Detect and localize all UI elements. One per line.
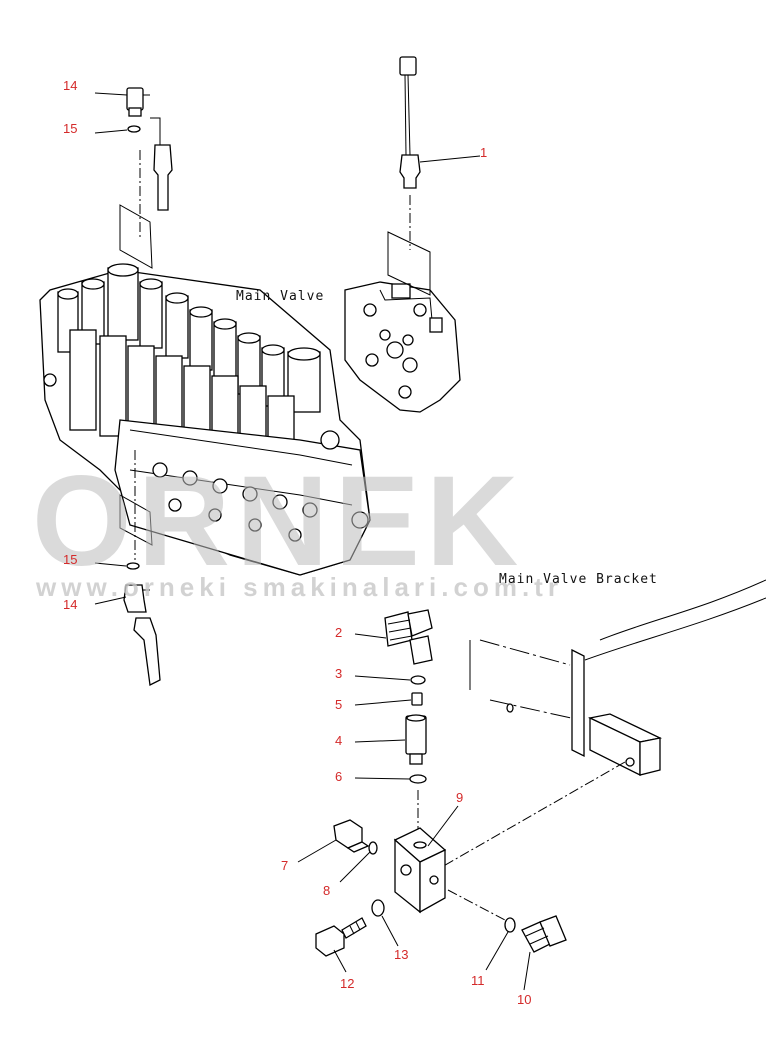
main-valve-bracket bbox=[469, 579, 766, 777]
callout-2: 2 bbox=[335, 625, 342, 640]
part-13-washer bbox=[371, 899, 385, 917]
part-12-bolt bbox=[315, 917, 367, 957]
callout-5: 5 bbox=[335, 697, 342, 712]
part-3-oring bbox=[410, 675, 426, 685]
callout-14-lower: 14 bbox=[63, 597, 77, 612]
part-4-adapter bbox=[405, 714, 427, 765]
callout-3: 3 bbox=[335, 666, 342, 681]
callout-4: 4 bbox=[335, 733, 342, 748]
callout-6: 6 bbox=[335, 769, 342, 784]
part-15-oring-lower bbox=[126, 562, 140, 570]
callout-9: 9 bbox=[456, 790, 463, 805]
part-2-tee-fitting bbox=[384, 609, 433, 665]
callout-8: 8 bbox=[323, 883, 330, 898]
leader-lines bbox=[94, 92, 531, 991]
callout-7: 7 bbox=[281, 858, 288, 873]
callout-13: 13 bbox=[394, 947, 408, 962]
watermark: ORNEK www.orneki smakinalari.com.tr bbox=[32, 450, 563, 602]
part-11-oring bbox=[504, 917, 516, 933]
callout-12: 12 bbox=[340, 976, 354, 991]
callout-1: 1 bbox=[480, 145, 487, 160]
part-9-block bbox=[393, 827, 447, 914]
part-14-fitting-upper bbox=[126, 87, 173, 211]
part-15-oring-upper bbox=[127, 125, 141, 133]
callout-15-upper: 15 bbox=[63, 121, 77, 136]
main-valve-label: Main Valve bbox=[236, 289, 324, 304]
part-14-fitting-lower bbox=[123, 584, 161, 686]
callout-14-upper: 14 bbox=[63, 78, 77, 93]
watermark-brand: ORNEK bbox=[32, 450, 524, 593]
part-7-plug bbox=[333, 819, 370, 853]
part-1-pressure-sensor bbox=[399, 56, 421, 189]
main-valve-assembly bbox=[39, 263, 371, 576]
callout-15-lower: 15 bbox=[63, 552, 77, 567]
part-8-washer bbox=[368, 841, 378, 855]
main-valve-bracket-label: Main Valve Bracket bbox=[499, 572, 658, 587]
callout-11: 11 bbox=[471, 973, 485, 988]
watermark-url: www.orneki smakinalari.com.tr bbox=[35, 572, 563, 602]
part-5-plug bbox=[411, 692, 423, 706]
part-10-elbow bbox=[521, 915, 567, 953]
callout-10: 10 bbox=[517, 992, 531, 1007]
main-valve-end-plate bbox=[344, 281, 461, 413]
part-6-oring bbox=[409, 774, 427, 784]
callout-numbers: 14 15 1 15 14 2 3 5 4 6 9 7 8 13 12 11 1… bbox=[63, 78, 531, 1007]
